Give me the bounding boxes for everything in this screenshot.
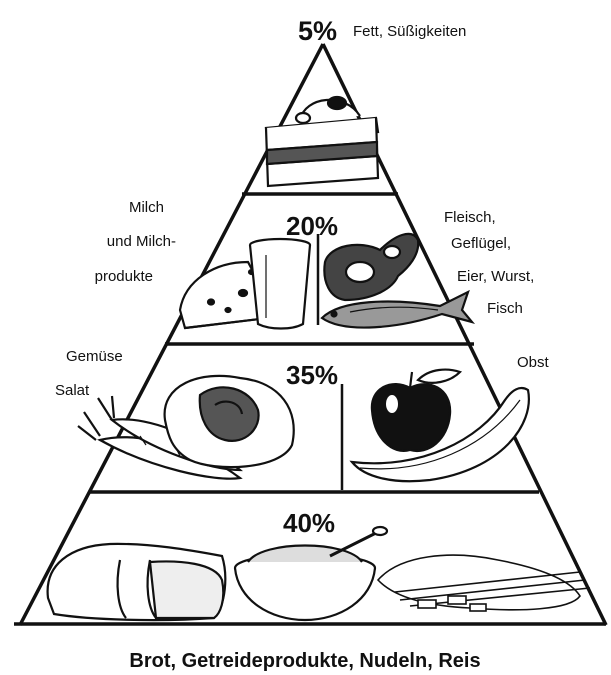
label-fett-suessigkeiten: Fett, Süßigkeiten — [353, 23, 466, 40]
label-obst: Obst — [517, 354, 550, 371]
percent-third: 35% — [286, 360, 338, 390]
milk-glass-icon — [250, 239, 310, 329]
pasta-icon — [378, 555, 590, 611]
cake-icon — [266, 97, 378, 186]
label-fleisch-line-4: Fisch — [487, 300, 523, 317]
apple-icon — [372, 370, 460, 451]
cereal-bowl-icon — [235, 527, 387, 620]
bread-icon — [48, 544, 226, 620]
label-fleisch-line-2: Geflügel, — [451, 235, 511, 252]
label-milch-line-2: und Milch- — [107, 233, 176, 250]
label-gemuese-line-2: Salat — [55, 382, 90, 399]
percent-base: 40% — [283, 508, 335, 538]
percent-second: 20% — [286, 211, 338, 241]
label-fleisch-line-3: Eier, Wurst, — [457, 268, 534, 285]
label-milch-line-3: produkte — [95, 268, 153, 285]
caption-base: Brot, Getreideprodukte, Nudeln, Reis — [129, 650, 480, 672]
label-milch-line-1: Milch — [129, 199, 164, 216]
meat-icon — [324, 234, 418, 300]
lettuce-icon — [165, 376, 294, 467]
percent-top: 5% — [298, 16, 337, 46]
label-gemuese-line-1: Gemüse — [66, 348, 123, 365]
label-fleisch-line-1: Fleisch, — [444, 209, 496, 226]
